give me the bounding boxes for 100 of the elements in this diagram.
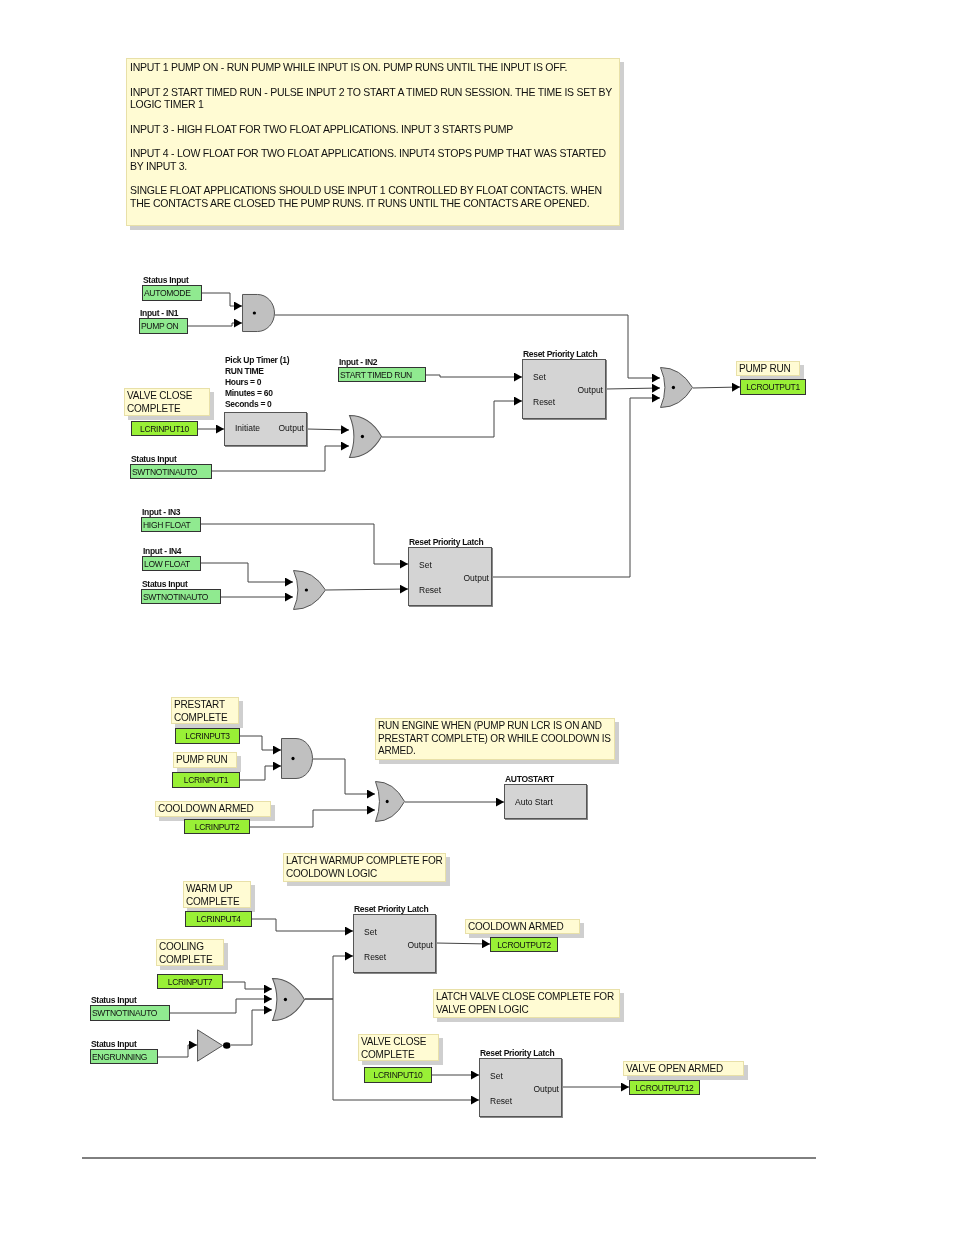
connector-arrow <box>197 424 225 434</box>
port-label: Output <box>407 940 433 950</box>
connector-arrow <box>306 425 350 435</box>
note-text: INPUT 1 PUMP ON - RUN PUMP WHILE INPUT IS ON. PUMP RUNS UNTIL THE INPUT IS OFF. <box>130 61 569 74</box>
connector-arrow <box>200 523 409 569</box>
block-heading: RUN TIME <box>225 366 265 377</box>
connector-arrow <box>230 1005 273 1046</box>
note-text: INPUT 3 - HIGH FLOAT FOR TWO FLOAT APPLICATIONS. INPUT 3 STARTS PUMP <box>130 122 515 135</box>
connector-arrow <box>211 441 350 472</box>
block-label: LCROUTPUT12 <box>635 1083 694 1093</box>
block-heading: Input - IN4 <box>143 546 182 557</box>
port-label: Reset <box>364 952 387 962</box>
and-gate <box>242 294 275 332</box>
block-label: LCRINPUT10 <box>140 424 189 434</box>
block-heading: Hours = 0 <box>225 377 263 388</box>
block-label: LCRINPUT4 <box>196 914 241 924</box>
block-label: PUMP ON <box>141 321 179 331</box>
port-label: Set <box>533 372 546 382</box>
connector-arrow <box>187 318 243 328</box>
connector-arrow <box>169 994 273 1014</box>
block-heading: Reset Priority Latch <box>409 537 484 548</box>
port-label: Set <box>364 927 377 937</box>
connector-arrow <box>239 735 282 755</box>
or-gate <box>349 415 382 458</box>
block-heading: Status Input <box>142 579 188 590</box>
block-label: SWTNOTINAUTO <box>92 1008 158 1018</box>
port-label: Output <box>533 1084 559 1094</box>
block-heading: Pick Up Timer (1) <box>225 355 290 366</box>
lcr-block <box>175 728 240 744</box>
lcr-block <box>185 911 252 927</box>
lcr-block <box>490 937 558 952</box>
block-label: START TIMED RUN <box>340 370 412 380</box>
block-label: HIGH FLOAT <box>143 520 191 530</box>
connector-arrow <box>304 998 480 1105</box>
connector-arrow <box>249 805 376 828</box>
block-label: ENGRUNNING <box>92 1052 148 1062</box>
block-label: SWTNOTINAUTO <box>132 467 198 477</box>
connector-arrow <box>404 797 505 807</box>
connector-arrow <box>692 382 741 392</box>
block-heading: Seconds = 0 <box>225 399 273 410</box>
block-heading: Reset Priority Latch <box>523 349 598 360</box>
port-label: Auto Start <box>515 797 553 807</box>
block-label: LCROUTPUT1 <box>746 382 800 392</box>
port-label: Reset <box>533 397 556 407</box>
port-label: Output <box>577 385 603 395</box>
lcr-block <box>364 1067 432 1083</box>
port-label: Initiate <box>235 423 261 433</box>
lcr-block <box>172 772 240 788</box>
block-label: SWTNOTINAUTO <box>143 592 209 602</box>
block-label: LCRINPUT3 <box>185 731 230 741</box>
block-label: LOW FLOAT <box>144 559 190 569</box>
connector-arrow <box>239 761 282 781</box>
block-label: AUTOMODE <box>144 288 191 298</box>
connector-arrow <box>220 592 294 602</box>
note-text: INPUT 2 START TIMED RUN - PULSE INPUT 2 TO START A TIMED RUN SESSION. THE TIME IS SET BY LOGIC TIMER 1 <box>130 85 613 111</box>
block-heading: Reset Priority Latch <box>354 904 429 915</box>
block-heading: Status Input <box>131 454 177 465</box>
block-heading: AUTOSTART <box>505 774 554 785</box>
connector-arrow <box>157 1040 198 1058</box>
connector-arrow <box>491 393 661 578</box>
connector-arrow <box>200 562 294 587</box>
connector-arrow <box>201 292 243 311</box>
or-gate <box>272 978 305 1021</box>
port-label: Set <box>419 560 432 570</box>
block-heading: Input - IN3 <box>142 507 181 518</box>
note-text: SINGLE FLOAT APPLICATIONS SHOULD USE INPUT 1 CONTROLLED BY FLOAT CONTACTS. WHEN THE CONTACTS ARE CLOSED THE PUMP RUNS. IT RUNS UNTIL THE CONTACTS ARE OPENED. <box>130 184 603 209</box>
or-gate <box>375 781 405 822</box>
connector-arrow <box>605 383 661 393</box>
block-label: LCROUTPUT2 <box>497 940 551 950</box>
not-gate <box>197 1029 231 1062</box>
connector-arrow <box>222 981 273 994</box>
block-heading: Status Input <box>91 1039 137 1050</box>
block-label: LCRINPUT10 <box>373 1070 423 1080</box>
lcr-block <box>131 421 198 436</box>
block-heading: Reset Priority Latch <box>480 1048 555 1059</box>
port-label: Output <box>463 573 489 583</box>
connector-arrow <box>325 584 409 594</box>
lcr-block <box>184 819 250 834</box>
or-gate <box>660 367 693 408</box>
connector-arrow <box>561 1082 630 1092</box>
connector-arrow <box>425 372 523 382</box>
port-label: Reset <box>490 1096 513 1106</box>
note-text: INPUT 4 - LOW FLOAT FOR TWO FLOAT APPLICATIONS. INPUT4 STOPS PUMP THAT WAS STARTED BY INPUT 3. <box>130 147 607 172</box>
lcr-block <box>629 1080 700 1095</box>
port-label: Set <box>490 1071 503 1081</box>
block-heading: Input - IN2 <box>339 357 378 368</box>
block-heading: Minutes = 60 <box>225 388 274 399</box>
connector-arrow <box>381 396 523 438</box>
block-label: LCRINPUT2 <box>194 822 240 832</box>
connector-arrow <box>431 1070 480 1080</box>
lcr-block <box>740 379 806 395</box>
block-label: LCRINPUT1 <box>183 775 229 785</box>
port-label: Reset <box>419 585 442 595</box>
block-heading: Status Input <box>91 995 137 1006</box>
connector-arrow <box>251 918 354 936</box>
block-label: LCRINPUT7 <box>167 977 213 987</box>
block-heading: Status Input <box>143 275 189 286</box>
connector-arrow <box>274 314 661 383</box>
lcr-block <box>157 974 223 989</box>
connector-arrow <box>312 758 376 799</box>
